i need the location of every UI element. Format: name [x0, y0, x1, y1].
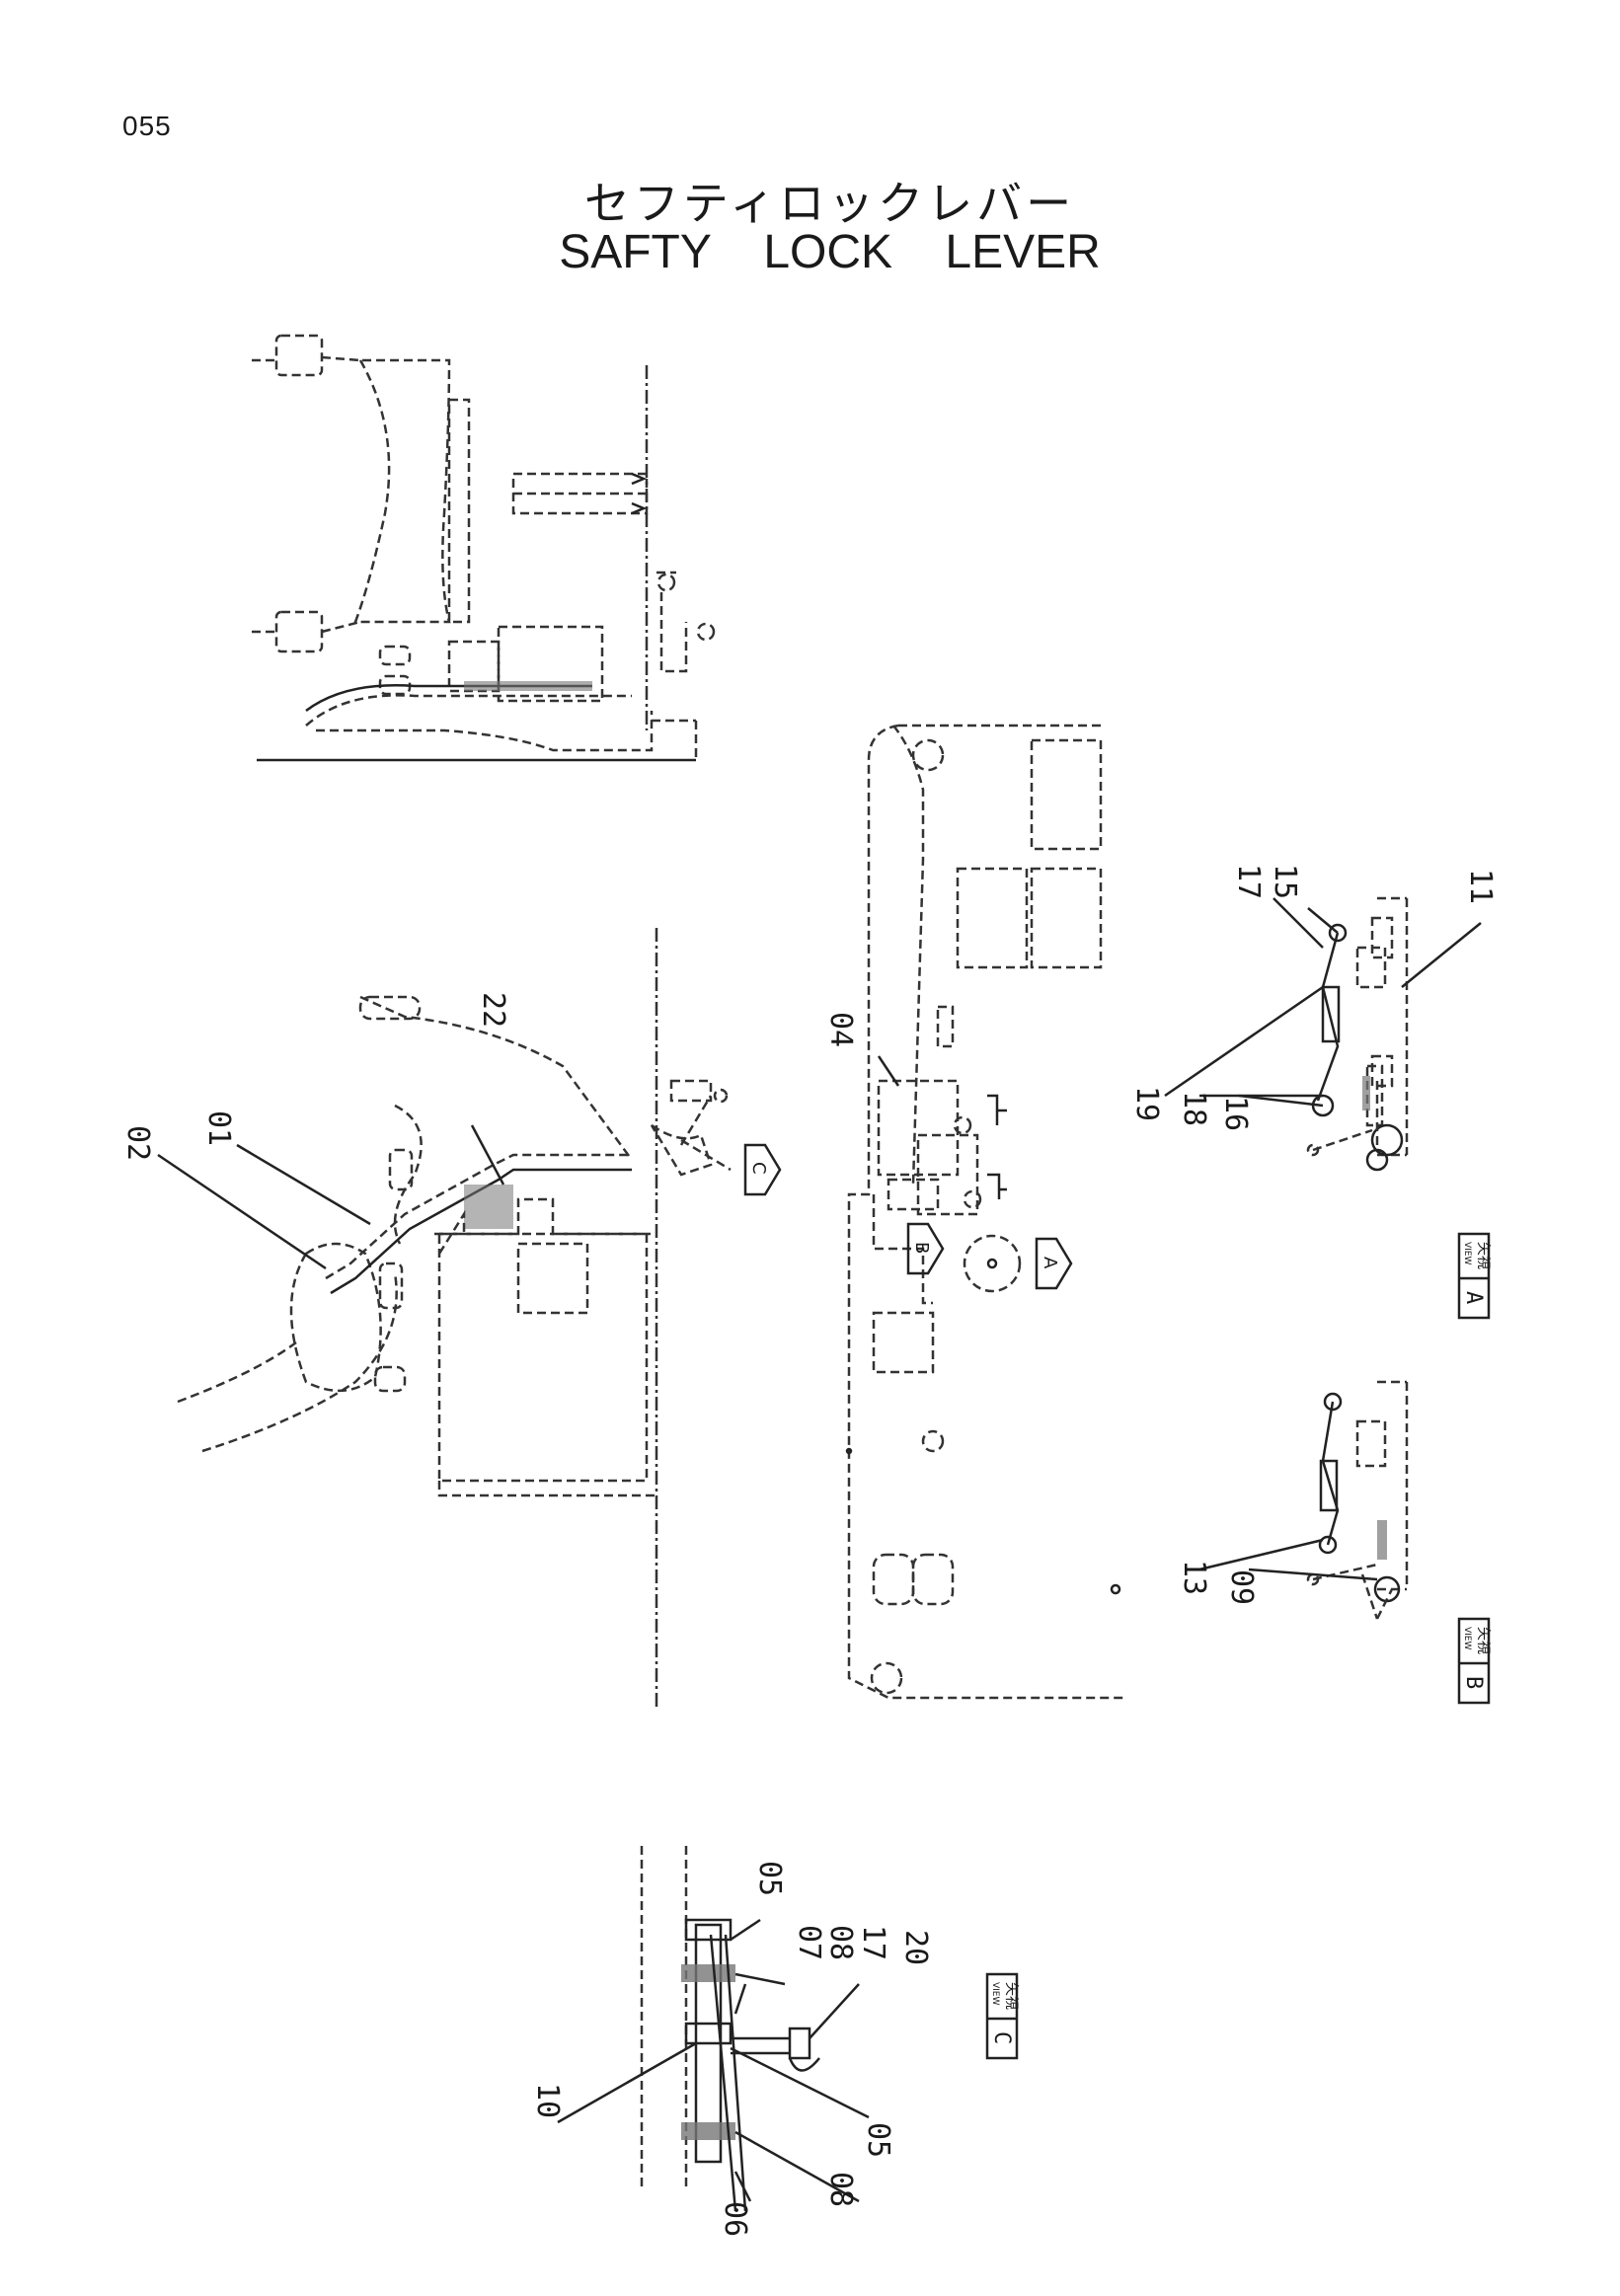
- callout-15: 15: [1268, 864, 1302, 899]
- callout-10: 10: [530, 2083, 565, 2118]
- callout-01: 01: [201, 1110, 236, 1146]
- view-a-kanji: 矢視: [1475, 1242, 1491, 1269]
- callout-13: 13: [1177, 1560, 1211, 1595]
- callout-18: 18: [1177, 1091, 1211, 1126]
- callout-05-bottom: 05: [861, 2122, 895, 2158]
- top-view-drawing: [252, 334, 716, 762]
- callout-07: 07: [792, 1925, 826, 1960]
- callout-19: 19: [1129, 1086, 1164, 1121]
- callout-08-bottom: 08: [823, 2172, 858, 2207]
- callout-11: 11: [1463, 869, 1498, 904]
- side-view-drawing: C: [177, 928, 782, 1708]
- view-c-drawing: [640, 1846, 820, 2212]
- view-c-letter: C: [989, 2031, 1014, 2044]
- direction-arrow-c: C: [748, 1162, 769, 1175]
- page-title-japanese: セフティロックレバー: [583, 177, 1076, 230]
- callout-09: 09: [1224, 1569, 1259, 1605]
- view-c-kanji: 矢視: [1003, 1982, 1019, 2010]
- view-a-letter: A: [1461, 1291, 1486, 1304]
- view-label-c: 矢視 VIEW C: [985, 1972, 1019, 2060]
- callout-05-top: 05: [752, 1861, 787, 1896]
- direction-arrow-a: A: [1040, 1257, 1060, 1269]
- view-c-tag: VIEW: [990, 1982, 1000, 2005]
- callout-22: 22: [476, 992, 510, 1028]
- view-b-kanji: 矢視: [1475, 1627, 1491, 1654]
- callout-02: 02: [120, 1125, 155, 1161]
- view-b-drawing: [1306, 1380, 1409, 1620]
- callout-20: 20: [898, 1930, 933, 1965]
- part-callouts: 22 02 01 04 17 15 11 19 18 16 13 09 05 0…: [120, 864, 1498, 2237]
- callout-04: 04: [823, 1012, 858, 1047]
- view-a-drawing: [1306, 896, 1409, 1172]
- callout-06: 06: [718, 2201, 752, 2237]
- callout-16: 16: [1218, 1096, 1253, 1131]
- callout-08-top: 08: [823, 1925, 858, 1960]
- callout-17-view-c: 17: [856, 1925, 890, 1960]
- page-number: 055: [122, 111, 172, 141]
- callout-17-view-a: 17: [1231, 864, 1266, 899]
- direction-arrow-b: B: [911, 1242, 932, 1254]
- view-b-letter: B: [1461, 1676, 1486, 1689]
- frame-drawing: B A: [845, 724, 1125, 1700]
- view-b-tag: VIEW: [1462, 1627, 1472, 1649]
- view-label-a: 矢視 VIEW A: [1457, 1232, 1491, 1320]
- callout-leaders: [157, 897, 1482, 2203]
- view-label-b: 矢視 VIEW B: [1457, 1617, 1491, 1705]
- page-title-english: SAFTY LOCK LEVER: [559, 226, 1101, 278]
- view-a-tag: VIEW: [1462, 1242, 1472, 1264]
